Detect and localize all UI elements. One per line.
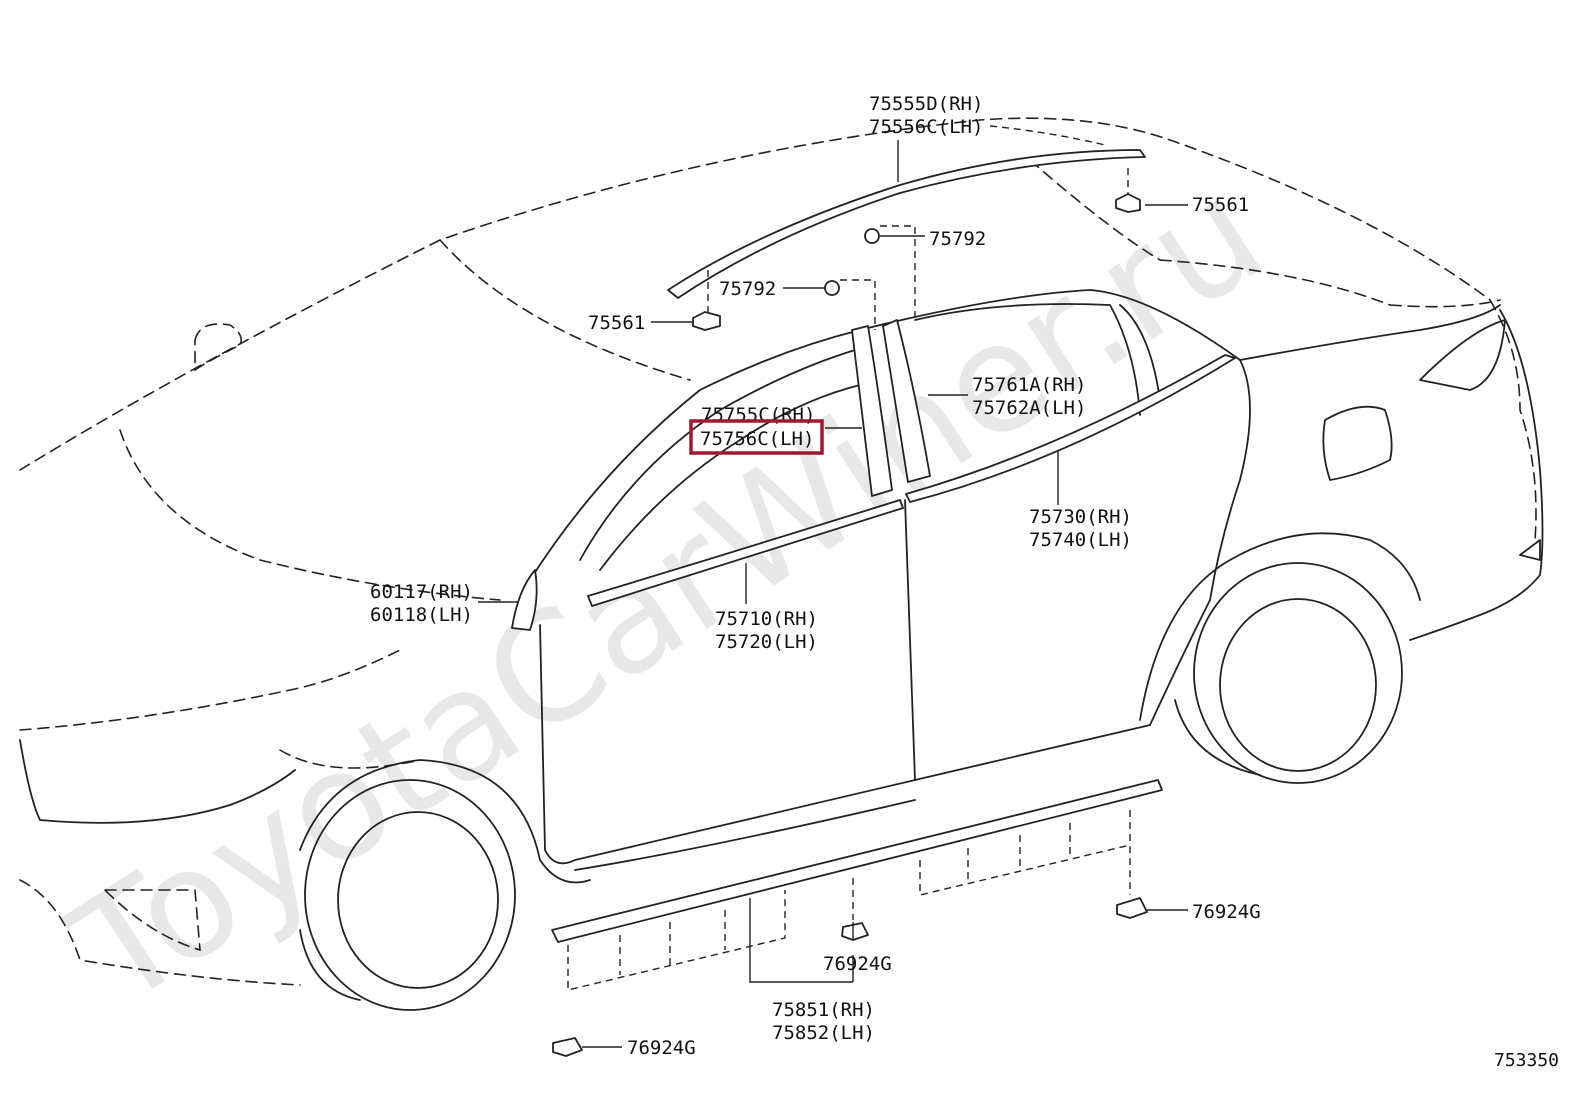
callout-corner-rh[interactable]: 60117(RH) [370,581,473,603]
callout-roof-rh[interactable]: 75555D(RH) [869,93,983,115]
clip-front [692,311,721,331]
nut-mid [841,922,869,941]
callout-nut-mid[interactable]: 76924G [823,953,892,975]
grommet-upper [864,228,880,244]
callouts: 75555D(RH) 75556C(LH) 75561 75792 75792 … [370,93,1559,1071]
callout-nut-left[interactable]: 76924G [627,1037,696,1059]
rocker-panel-molding [551,779,1163,943]
callout-roof-lh[interactable]: 75556C(LH) [869,116,983,138]
callout-belt-front-lh[interactable]: 75720(LH) [715,631,818,653]
callout-rocker-lh[interactable]: 75852(LH) [772,1022,875,1044]
callout-belt-rear-lh[interactable]: 75740(LH) [1029,529,1132,551]
callout-nut-right[interactable]: 76924G [1192,901,1261,923]
figure-number: 753350 [1494,1050,1559,1071]
callout-pillar-rear-lh[interactable]: 75762A(LH) [972,397,1086,419]
leader-lines [478,125,1188,1048]
callout-clip-front[interactable]: 75561 [588,312,645,334]
roof-drip-molding [667,149,1146,299]
car-body-outline [19,117,1537,986]
car-body [19,289,1544,1011]
callout-grommet-a[interactable]: 75792 [719,278,776,300]
highlight-box [689,419,824,455]
rear-door-belt-molding [905,354,1236,503]
rear-door-pillar-garnish [882,319,931,483]
front-door-belt-molding [587,499,904,607]
callout-pillar-front-lh[interactable]: 75756C(LH) [700,428,814,450]
nut-right [1116,897,1148,919]
callout-pillar-rear-rh[interactable]: 75761A(RH) [972,374,1086,396]
grommet-lower [824,280,840,296]
callout-clip-rear[interactable]: 75561 [1192,194,1249,216]
front-door-pillar-garnish [851,325,893,497]
callout-belt-rear-rh[interactable]: 75730(RH) [1029,506,1132,528]
callout-grommet-b[interactable]: 75792 [929,228,986,250]
nut-left [552,1037,583,1057]
callout-corner-lh[interactable]: 60118(LH) [370,604,473,626]
callout-belt-front-rh[interactable]: 75710(RH) [715,608,818,630]
front-corner-piece [511,569,538,631]
callout-rocker-rh[interactable]: 75851(RH) [772,999,875,1021]
